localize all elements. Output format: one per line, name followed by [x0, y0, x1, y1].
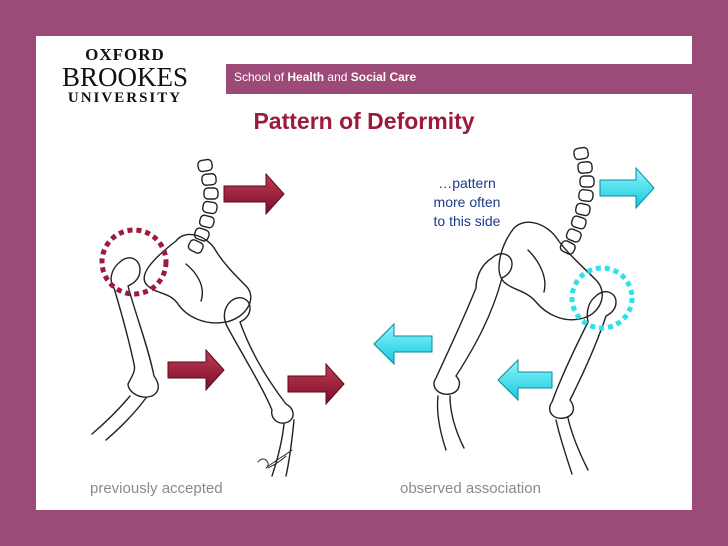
right-highlight-circle	[569, 265, 635, 331]
deformity-diagram	[91, 146, 655, 477]
left-arrow-mid	[167, 348, 225, 392]
page-title: Pattern of Deformity	[253, 108, 475, 134]
left-highlight-circle	[99, 227, 169, 297]
right-arrow-bottom	[497, 358, 553, 402]
caption-observed-association: observed association	[400, 480, 541, 497]
left-arrow-top	[223, 172, 285, 216]
right-femur-a	[433, 253, 513, 395]
school-and: and	[324, 70, 351, 84]
slide: OXFORD BROOKES UNIVERSITY School of Heal…	[36, 36, 692, 510]
school-banner: School of Health and Social Care	[226, 64, 692, 94]
caption-previously-accepted: previously accepted	[90, 480, 223, 497]
note-line-3: to this side	[433, 213, 501, 229]
left-femur-a	[110, 257, 159, 398]
right-arrow-top	[599, 166, 655, 210]
right-skeleton	[433, 146, 617, 475]
left-skeleton	[91, 158, 295, 477]
left-tibia-a	[91, 395, 147, 441]
logo-line-university: UNIVERSITY	[67, 90, 183, 106]
right-spine	[559, 146, 595, 255]
university-logo: OXFORD BROOKES UNIVERSITY	[50, 45, 200, 107]
logo-line-brookes: BROOKES	[61, 62, 189, 92]
right-tibia-b	[555, 417, 589, 475]
right-femur-b	[548, 291, 617, 419]
left-arrow-bottom	[287, 362, 345, 406]
left-femur-b	[223, 297, 294, 424]
school-prefix: School of	[234, 70, 288, 84]
note-line-2: more often	[433, 194, 501, 210]
school-social: Social Care	[350, 70, 417, 84]
left-spine	[187, 158, 219, 254]
logo-line-oxford: OXFORD	[85, 45, 165, 64]
left-tibia-b	[271, 419, 295, 477]
right-tibia-a	[436, 395, 465, 451]
note-line-1: …pattern	[438, 175, 496, 191]
pattern-note: …pattern more often to this side	[412, 174, 522, 231]
right-arrow-mid	[373, 322, 433, 366]
school-health: Health	[287, 70, 325, 84]
right-pelvis	[498, 221, 603, 321]
artist-signature	[257, 449, 293, 469]
